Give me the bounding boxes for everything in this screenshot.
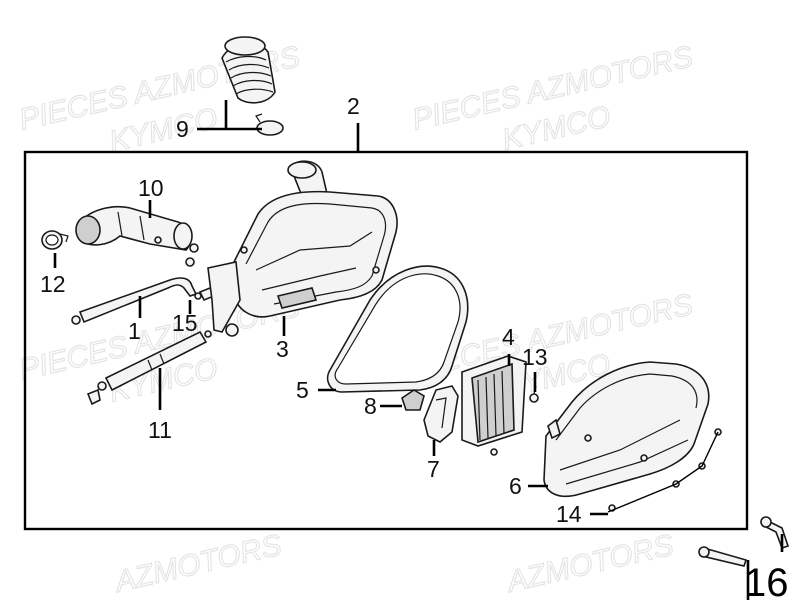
- callout-14: 14: [556, 501, 582, 527]
- assembly-frame: [23, 150, 749, 531]
- part-4-air-filter: [461, 355, 527, 456]
- callout-7: 7: [427, 456, 440, 482]
- callout-5: 5: [296, 377, 309, 403]
- part-10-intake-duct: [75, 206, 199, 267]
- callout-4: 4: [502, 324, 515, 350]
- part-8-bracket: [401, 389, 425, 411]
- callout-3: 3: [276, 336, 289, 362]
- watermark-layer: PIECES AZMOTORS KYMCO PIECES AZMOTORS KY…: [16, 40, 697, 600]
- part-7-holder-plate: [423, 385, 459, 443]
- leader-lines: [53, 100, 784, 600]
- callout-16: 16: [744, 561, 789, 600]
- watermark-text: AZMOTORS: [502, 529, 676, 600]
- part-5-gasket: [326, 265, 469, 393]
- callout-8: 8: [364, 393, 377, 419]
- callout-6: 6: [509, 473, 522, 499]
- callout-2: 2: [347, 93, 360, 119]
- part-12-hose-clamp: [41, 230, 69, 250]
- part-13-screw: [529, 385, 539, 403]
- callout-12: 12: [40, 271, 66, 297]
- part-1-drain-hose: [71, 277, 202, 325]
- part-16-bolts: [698, 516, 790, 567]
- callout-10: 10: [138, 175, 164, 201]
- part-3-air-box: [207, 160, 398, 337]
- part-6-cover: [543, 361, 722, 512]
- callout-9: 9: [176, 116, 189, 142]
- watermark-text: AZMOTORS: [110, 529, 284, 600]
- callout-15: 15: [172, 310, 198, 336]
- callout-labels: 1 2 3 4 5 6 7 8 9 10 11 12 13 14 15 16: [40, 93, 789, 600]
- callout-11: 11: [148, 417, 172, 443]
- part-11-breather-tube: [86, 330, 212, 406]
- callout-1: 1: [128, 318, 141, 344]
- callout-13: 13: [522, 344, 548, 370]
